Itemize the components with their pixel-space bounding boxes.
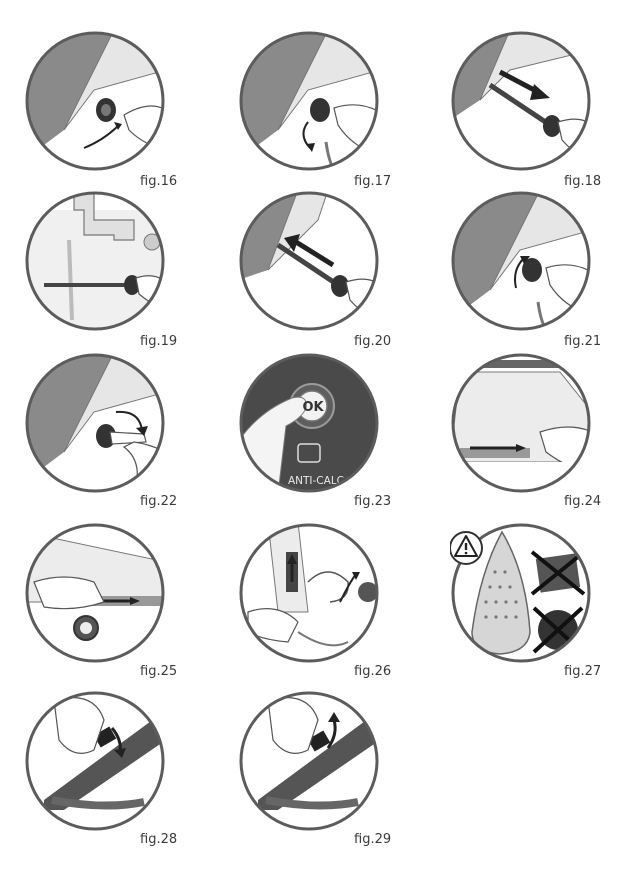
figure-label: fig.21 xyxy=(564,334,601,349)
figure-24-illustration xyxy=(450,352,592,494)
figure-28-illustration xyxy=(24,690,166,832)
figure-23: OK ANTI-CALC xyxy=(238,352,380,494)
figure-29-illustration xyxy=(238,690,380,832)
figure-label: fig.20 xyxy=(354,334,391,349)
figure-label: fig.24 xyxy=(564,494,601,509)
figure-label: fig.18 xyxy=(564,174,601,189)
figure-26-illustration xyxy=(238,522,380,664)
figure-25 xyxy=(24,522,166,664)
figure-20-illustration xyxy=(238,190,380,332)
figure-18-illustration xyxy=(450,30,592,172)
figure-27 xyxy=(450,522,592,664)
figure-19-illustration xyxy=(24,190,166,332)
figure-22-illustration xyxy=(24,352,166,494)
figure-19 xyxy=(24,190,166,332)
figure-22 xyxy=(24,352,166,494)
figure-label: fig.29 xyxy=(354,832,391,847)
figure-label: fig.25 xyxy=(140,664,177,679)
figure-25-illustration xyxy=(24,522,166,664)
figure-27-illustration xyxy=(450,522,592,664)
figure-20 xyxy=(238,190,380,332)
figure-label: fig.16 xyxy=(140,174,177,189)
figure-29 xyxy=(238,690,380,832)
ok-button-text: OK xyxy=(302,400,324,415)
figure-21 xyxy=(450,190,592,332)
figure-23-illustration: OK ANTI-CALC xyxy=(238,352,380,494)
figure-17-illustration xyxy=(238,30,380,172)
figure-18 xyxy=(450,30,592,172)
figure-24 xyxy=(450,352,592,494)
warning-icon xyxy=(450,532,482,564)
figure-label: fig.26 xyxy=(354,664,391,679)
figure-16-illustration xyxy=(24,30,166,172)
figure-16 xyxy=(24,30,166,172)
figure-28 xyxy=(24,690,166,832)
figure-label: fig.27 xyxy=(564,664,601,679)
figure-21-illustration xyxy=(450,190,592,332)
figure-label: fig.19 xyxy=(140,334,177,349)
figure-26 xyxy=(238,522,380,664)
figure-label: fig.22 xyxy=(140,494,177,509)
figure-label: fig.28 xyxy=(140,832,177,847)
figure-label: fig.17 xyxy=(354,174,391,189)
figure-17 xyxy=(238,30,380,172)
figure-label: fig.23 xyxy=(354,494,391,509)
